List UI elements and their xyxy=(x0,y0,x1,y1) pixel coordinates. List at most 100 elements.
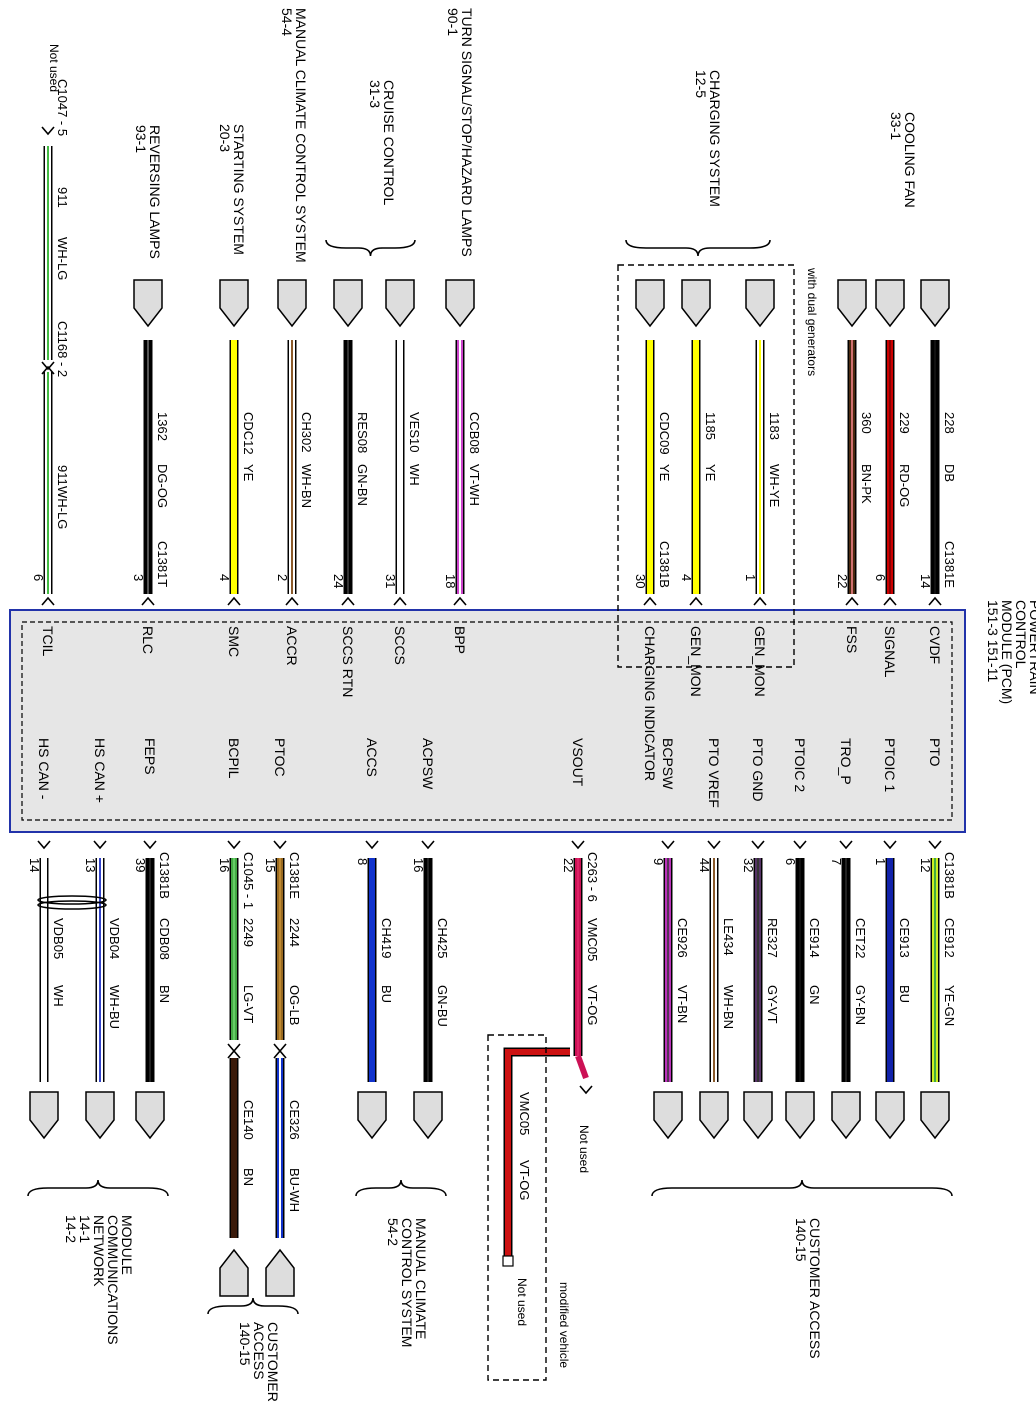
bottom-wire-4-lower-color: BN xyxy=(241,1168,256,1186)
customer-access-brace-1 xyxy=(207,1297,299,1315)
bottom-label-1-line-3: NETWORK xyxy=(91,1215,107,1287)
cruise-brace xyxy=(325,239,416,257)
bottom-wire-8-signal: VSOUT xyxy=(570,738,586,787)
top-wire-11-circuit: 360 xyxy=(859,412,874,434)
bottom-wire-13-signal: TRO_P xyxy=(838,738,854,785)
bottom-wire-12-pin: 6 xyxy=(783,858,798,865)
bottom-wire-7-plug xyxy=(413,1091,443,1140)
bottom-wire-15-pcm-pin-chevron xyxy=(928,840,942,850)
bottom-wire-5-pcm-pin-chevron xyxy=(273,840,287,850)
top-label-6-line-1: CHARGING SYSTEM xyxy=(707,70,723,207)
bottom-wire-11-circuit: RE327 xyxy=(765,918,780,958)
top-wire-2-pin: 3 xyxy=(131,574,146,581)
pcm-inner-dashed xyxy=(21,621,953,821)
top-wire-13-signal: CVDF xyxy=(927,626,943,664)
bottom-wire-5-lower-color: BU-WH xyxy=(287,1168,302,1212)
top-wire-3-pcm-pin-chevron xyxy=(227,596,241,606)
top-label-1-line-2: 93-1 xyxy=(133,125,149,153)
bottom-wire-10-plug xyxy=(699,1091,729,1140)
top-wire-7-circuit: CCB08 xyxy=(467,412,482,454)
bottom-wire-4-connector: C1045 - 1 xyxy=(241,852,256,909)
bottom-wire-1-pin: 14 xyxy=(27,858,42,872)
top-wire-12-pcm-pin-chevron xyxy=(883,596,897,606)
bottom-wire-6-color: BU xyxy=(379,985,394,1003)
bottom-wire-10-signal: PTO VREF xyxy=(706,738,722,808)
bottom-wire-3-plug xyxy=(135,1091,165,1140)
top-wire-8-plug xyxy=(635,279,665,328)
bottom-wire-12-signal: PTOIC 2 xyxy=(792,738,808,792)
top-wire-11-pin: 22 xyxy=(835,574,850,588)
top-wire-2-connector: C1381T xyxy=(155,541,170,587)
top-wire-1-pcm-pin-chevron xyxy=(41,596,55,606)
bottom-label-3-line-1: MANUAL CLIMATE xyxy=(413,1218,429,1339)
top-wire-9-signal: GEN_MON xyxy=(688,626,704,697)
bottom-wire-6-circuit: CH419 xyxy=(379,918,394,958)
top-wire-12-pin: 6 xyxy=(873,574,888,581)
top-wire-6-plug xyxy=(385,279,415,328)
bottom-wire-10-circuit: LE434 xyxy=(721,918,736,956)
top-wire-1-c1168-lower xyxy=(41,365,55,375)
top-wire-12-circuit: 229 xyxy=(897,412,912,434)
top-wire-8-connector: C1381B xyxy=(657,541,672,588)
top-wire-2-circuit: 1362 xyxy=(155,412,170,441)
modified-not-used: Not used xyxy=(515,1278,529,1326)
bottom-wire-8-color: VT-OG xyxy=(585,985,600,1025)
top-wire-6-color: WH xyxy=(407,464,422,486)
bottom-wire-11-color: GY-VT xyxy=(765,985,780,1024)
top-wire-6-circuit: VES10 xyxy=(407,412,422,452)
bottom-wire-4-color: LG-VT xyxy=(241,985,256,1023)
top-wire-4-circuit: CH302 xyxy=(299,412,314,452)
top-wire-10-pcm-pin-chevron xyxy=(753,596,767,606)
bottom-wire-9-signal: BCPSW xyxy=(660,738,676,790)
bottom-wire-11-plug xyxy=(743,1091,773,1140)
module-title-line-3: MODULE (PCM) xyxy=(999,600,1015,704)
bottom-wire-8-circuit: VMC05 xyxy=(585,918,600,961)
top-wire-1-color: WH-LG xyxy=(55,486,70,529)
bottom-wire-14-color: BU xyxy=(897,985,912,1003)
bottom-wire-13-color: GY-BN xyxy=(853,985,868,1025)
bottom-label-3-line-2: CONTROL SYSTEM xyxy=(399,1218,415,1347)
top-wire-8-pin: 30 xyxy=(633,574,648,588)
top-wire-3-pin: 4 xyxy=(217,574,232,581)
wires-layer xyxy=(27,126,953,1315)
top-wire-1-connector: C1168 - 2 xyxy=(55,321,70,377)
module-title-line-4: 151-3 151-11 xyxy=(985,600,1001,682)
bottom-wire-10-pin: 44 xyxy=(697,858,712,872)
top-wire-6-signal: SCCS xyxy=(392,626,408,665)
bottom-wire-11-pcm-pin-chevron xyxy=(751,840,765,850)
top-wire-5-circuit: RES08 xyxy=(355,412,370,453)
bottom-wire-12-pcm-pin-chevron xyxy=(793,840,807,850)
top-wire-10-signal: GEN_MON xyxy=(752,626,768,697)
top-wire-13-connector: C1381E xyxy=(942,541,957,588)
bottom-wire-3-signal: FEPS xyxy=(142,738,158,775)
bottom-wire-6-plug xyxy=(357,1091,387,1140)
top-wire-7-plug xyxy=(445,279,475,328)
top-label-4-line-1: CRUISE CONTROL xyxy=(381,80,397,205)
top-wire-3-signal: SMC xyxy=(226,626,242,657)
top-wire-10-plug xyxy=(745,279,775,328)
bottom-wire-14-pcm-pin-chevron xyxy=(883,840,897,850)
top-wire-1-not-used: Not used xyxy=(47,44,61,92)
module-title-line-2: CONTROL xyxy=(1013,600,1029,669)
bottom-wire-6-pin: 8 xyxy=(355,858,370,865)
top-wire-9-plug xyxy=(681,279,711,328)
bottom-wire-7-signal: ACPSW xyxy=(420,738,436,790)
top-wire-2-pcm-pin-chevron xyxy=(141,596,155,606)
top-label-7-line-2: 33-1 xyxy=(888,112,904,140)
top-wire-5-pcm-pin-chevron xyxy=(341,596,355,606)
top-wire-7-pcm-pin-chevron xyxy=(453,596,467,606)
bottom-wire-8-connector: C263 - 6 xyxy=(585,852,600,902)
top-wire-11-plug xyxy=(837,279,867,328)
top-wire-4-plug xyxy=(277,279,307,328)
top-wire-11-pcm-pin-chevron xyxy=(845,596,859,606)
top-wire-1-upper-connector: C1047 - 5 xyxy=(55,79,70,136)
top-wire-5-color: GN-BN xyxy=(355,464,370,506)
top-label-5-line-1: TURN SIGNAL/STOP/HAZARD LAMPS xyxy=(459,8,475,257)
bottom-wire-9-pin: 9 xyxy=(651,858,666,865)
bottom-wire-14-signal: PTOIC 1 xyxy=(882,738,898,792)
top-wire-4-color: WH-BN xyxy=(299,464,314,508)
bottom-wire-4-signal: BCPIL xyxy=(226,738,242,779)
bottom-wire-4-circuit: 2249 xyxy=(241,918,256,947)
modified-wire-end xyxy=(502,1255,514,1267)
